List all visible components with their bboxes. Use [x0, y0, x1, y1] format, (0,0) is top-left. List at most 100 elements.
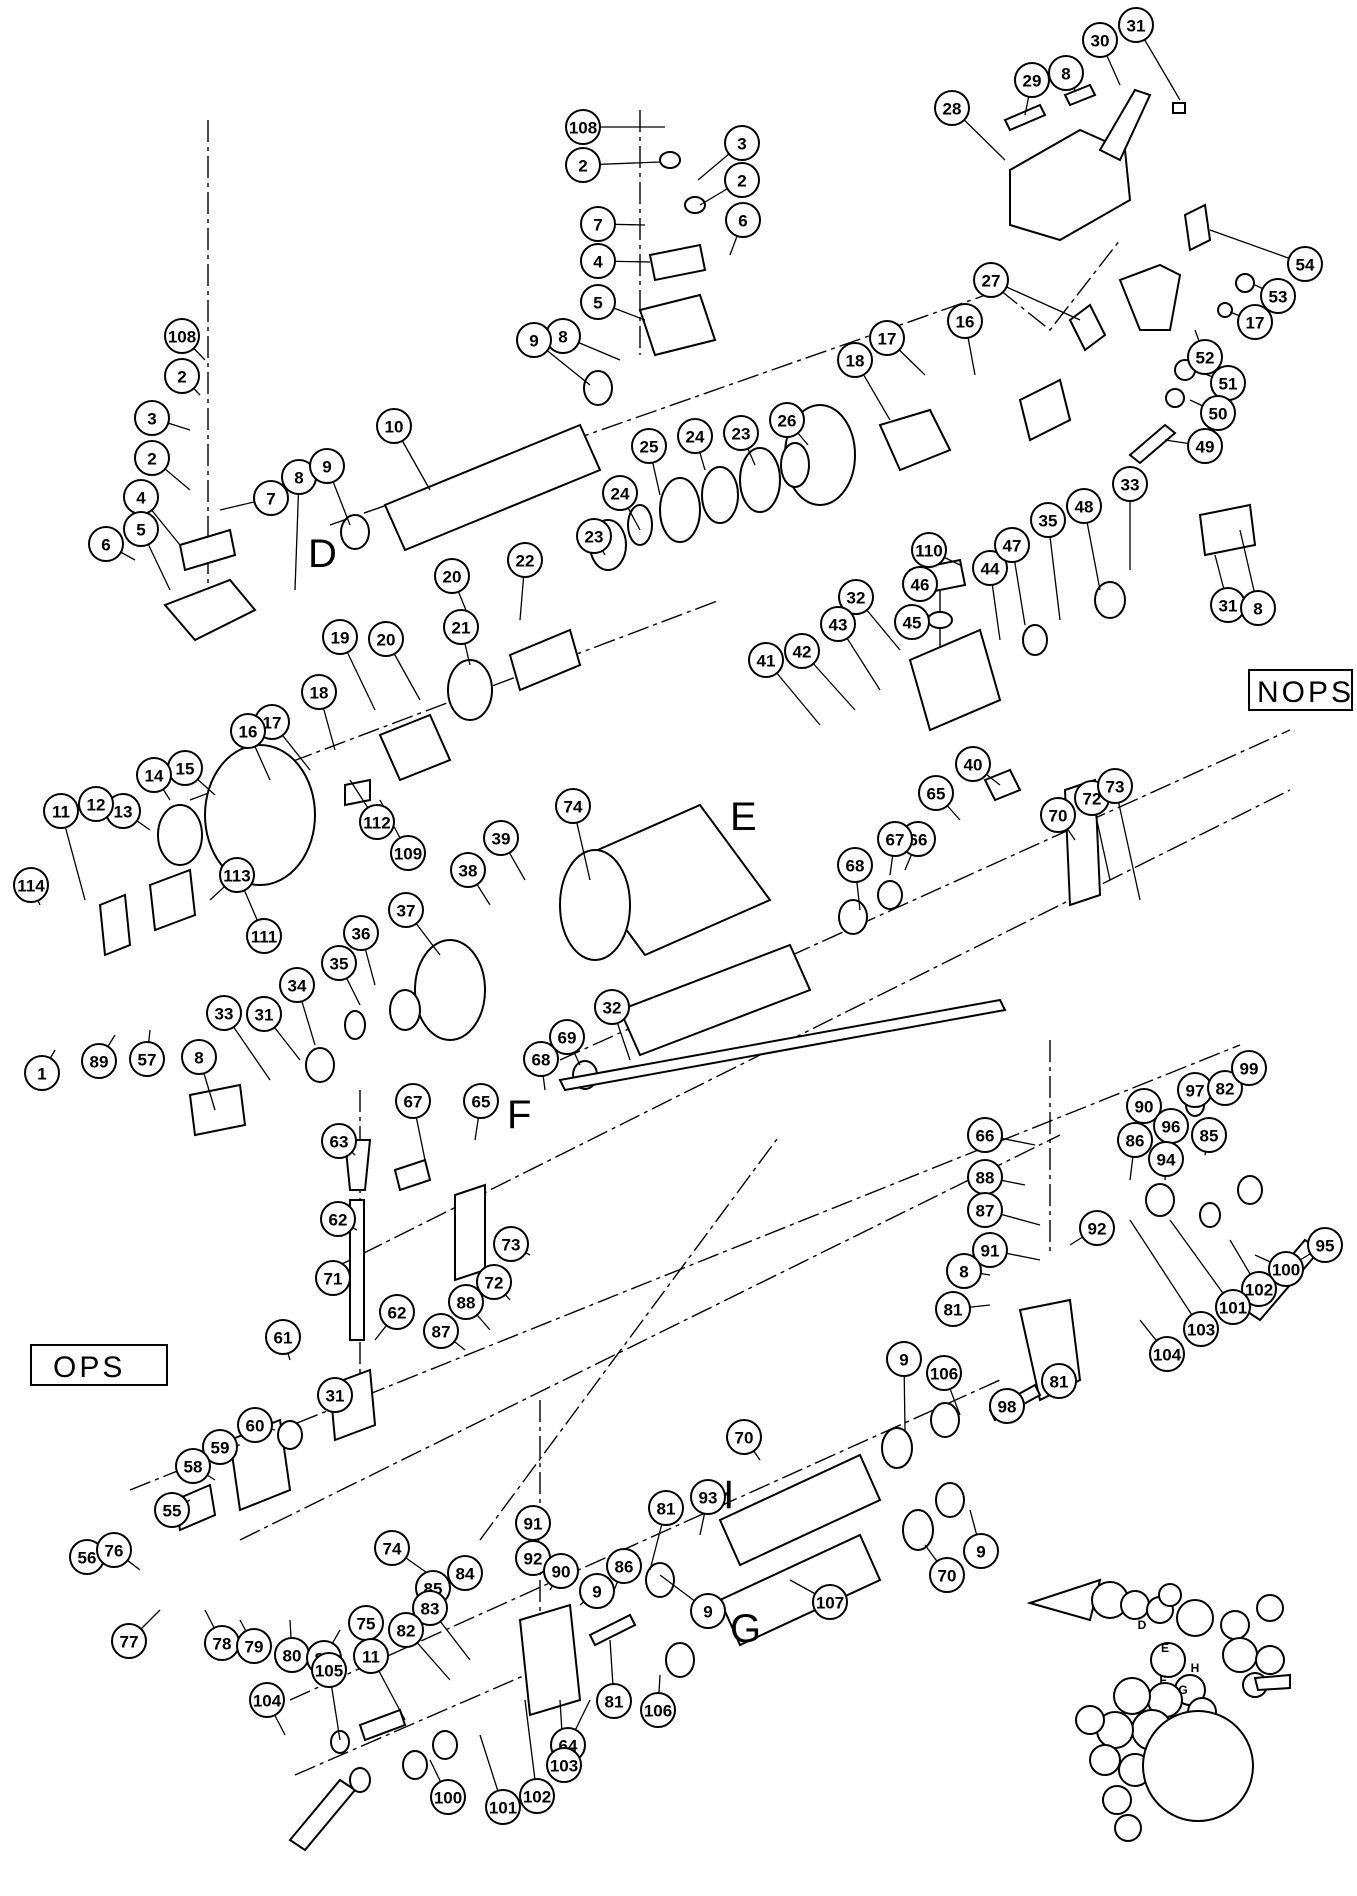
- callout-3: 3: [724, 125, 760, 161]
- callout-7: 7: [253, 480, 289, 516]
- callout-77: 77: [111, 1623, 147, 1659]
- callout-number: 76: [105, 1542, 124, 1561]
- callout-bubble: [164, 358, 200, 394]
- clip-65-top: [983, 768, 1022, 802]
- callout-103: 103: [546, 1747, 582, 1783]
- callout-number: 9: [976, 1543, 985, 1562]
- callout-2: 2: [134, 440, 170, 476]
- callout-bubble: [374, 1530, 410, 1566]
- callout-2: 2: [164, 358, 200, 394]
- callout-bubble: [1207, 1070, 1243, 1106]
- callout-bubble: [13, 867, 49, 903]
- callout-79: 79: [236, 1628, 272, 1664]
- hub-13: [157, 804, 203, 866]
- callout-number: 31: [326, 1387, 345, 1406]
- callout-number: 41: [757, 652, 776, 671]
- cap-44: [927, 611, 953, 629]
- callout-number: 2: [177, 368, 186, 387]
- callout-number: 89: [90, 1053, 109, 1072]
- callout-number: 72: [1083, 790, 1102, 809]
- callout-109: 109: [390, 835, 426, 871]
- callout-number: 38: [459, 862, 478, 881]
- callout-bubble: [134, 440, 170, 476]
- callout-bubble: [359, 804, 395, 840]
- callout-bubble: [726, 1419, 762, 1455]
- bracket-5-left: [163, 578, 257, 642]
- block-32-left: [188, 1083, 247, 1137]
- shaft-93: [718, 1453, 882, 1567]
- callout-number: 58: [184, 1458, 203, 1477]
- callout-number: 99: [1240, 1060, 1259, 1079]
- callout-bubble: [1183, 1311, 1219, 1347]
- callout-number: 100: [1272, 1261, 1300, 1280]
- callout-bubble: [368, 621, 404, 657]
- callout-100: 100: [430, 1779, 466, 1815]
- callout-95: 95: [1307, 1227, 1343, 1263]
- washer-53: [1235, 273, 1255, 293]
- screw-8-top: [1063, 83, 1097, 107]
- callout-number: 91: [981, 1242, 1000, 1261]
- callout-bubble: [129, 1041, 165, 1077]
- callout-number: 13: [114, 803, 133, 822]
- callout-bubble: [476, 1264, 512, 1300]
- callout-number: 17: [263, 714, 282, 733]
- callout-number: 67: [404, 1093, 423, 1112]
- callout-bubble: [886, 1341, 922, 1377]
- callout-number: 83: [421, 1600, 440, 1619]
- callout-bubble: [395, 1083, 431, 1119]
- callout-76: 76: [96, 1532, 132, 1568]
- callout-bubble: [175, 1448, 211, 1484]
- callout-bubble: [230, 713, 266, 749]
- callout-66: 66: [967, 1117, 1003, 1153]
- callout-number: 111: [251, 928, 278, 947]
- callout-bubble: [596, 1683, 632, 1719]
- bearing-24-b: [659, 477, 701, 543]
- callout-4: 4: [123, 479, 159, 515]
- callout-9: 9: [516, 322, 552, 358]
- callout-bubble: [967, 1117, 1003, 1153]
- callout-43: 43: [820, 606, 856, 642]
- bearing-9-f: [665, 1642, 695, 1678]
- section-label-e: E: [730, 795, 757, 839]
- callout-number: 73: [502, 1236, 521, 1255]
- callout-number: 51: [1219, 375, 1238, 394]
- callout-101: 101: [1215, 1289, 1251, 1325]
- callout-110: 110: [911, 532, 947, 568]
- callout-bubble: [516, 322, 552, 358]
- callout-number: 103: [1187, 1321, 1215, 1340]
- callout-number: 55: [163, 1502, 182, 1521]
- callout-bubble: [390, 835, 426, 871]
- callout-106: 106: [926, 1355, 962, 1391]
- callout-67: 67: [395, 1083, 431, 1119]
- callout-number: 2: [147, 450, 156, 469]
- callout-73: 73: [493, 1226, 529, 1262]
- callout-70: 70: [929, 1557, 965, 1593]
- fork-72-left: [454, 1183, 486, 1282]
- callout-32: 32: [594, 989, 630, 1025]
- callout-number: 43: [829, 616, 848, 635]
- ops-box: OPS: [30, 1344, 168, 1386]
- callout-28: 28: [934, 90, 970, 126]
- callout-bubble: [1287, 246, 1323, 282]
- callout-6: 6: [88, 526, 124, 562]
- callout-35: 35: [1030, 502, 1066, 538]
- collar-33-left: [305, 1047, 335, 1083]
- callout-bubble: [88, 526, 124, 562]
- callout-97: 97: [1177, 1072, 1213, 1108]
- callout-number: 108: [168, 328, 196, 347]
- callout-number: 16: [239, 723, 258, 742]
- callout-bubble: [1237, 304, 1273, 340]
- callout-41: 41: [748, 642, 784, 678]
- callout-16: 16: [230, 713, 266, 749]
- bolt-101-right: [1199, 1202, 1221, 1228]
- callout-number: 106: [644, 1702, 672, 1721]
- callout-40: 40: [955, 746, 991, 782]
- callout-45: 45: [894, 604, 930, 640]
- callout-number: 44: [981, 560, 1000, 579]
- callout-bubble: [877, 821, 913, 857]
- callout-number: 16: [956, 313, 975, 332]
- callout-bubble: [485, 1789, 521, 1825]
- callout-number: 97: [1186, 1082, 1205, 1101]
- callout-11: 11: [43, 793, 79, 829]
- callout-number: 6: [101, 536, 110, 555]
